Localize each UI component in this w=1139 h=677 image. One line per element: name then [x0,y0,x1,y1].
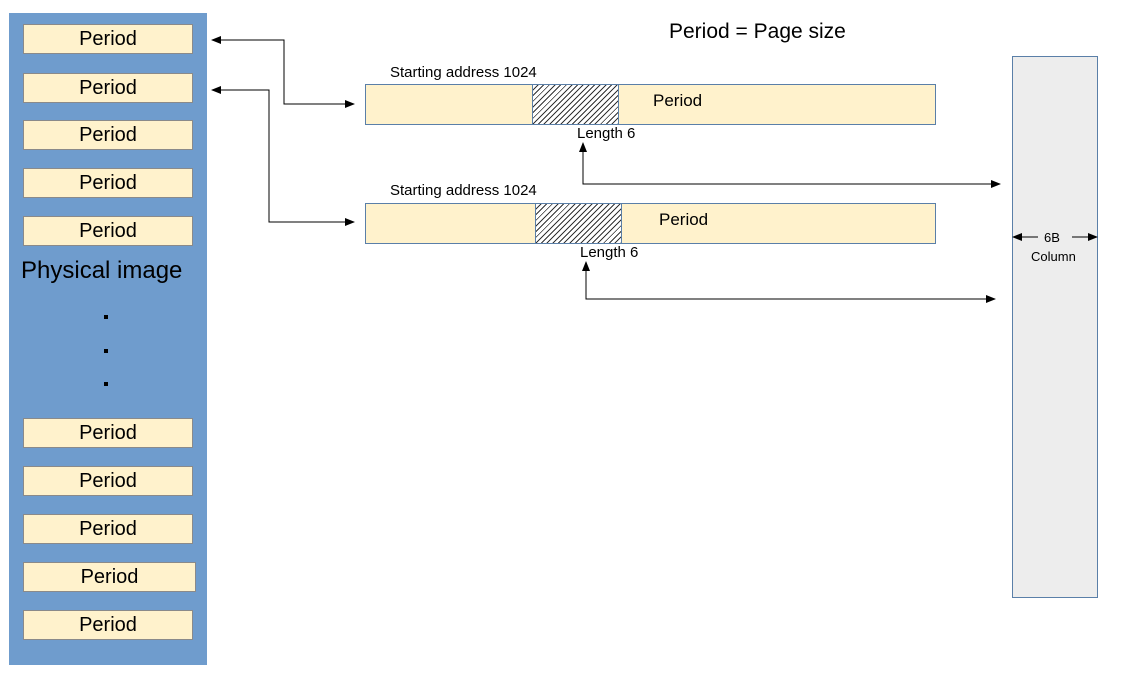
column-name-label: Column [1031,249,1076,264]
starting-address-label: Starting address 1024 [390,64,537,81]
length-label: Length 6 [580,244,639,261]
column-size-label: 6B [1044,230,1060,245]
period-bar-label: Period [653,91,703,110]
period-bar-label: Period [659,210,709,229]
arrow-bar1-to-period1 [211,36,354,105]
starting-address-label: Starting address 1024 [390,182,537,199]
period-box: Period [23,216,193,246]
ellipsis-dot [104,382,108,386]
ellipsis-dot [104,315,108,319]
arrow-bar2-to-period2 [211,86,354,223]
period-box: Period [23,562,196,592]
ellipsis-dot [104,349,108,353]
period-box: Period [23,610,193,640]
column-block [1012,56,1098,598]
period-bar [365,84,936,125]
arrow-length2-to-column [582,261,995,300]
period-box: Period [23,24,193,54]
period-bar [365,203,936,244]
period-box: Period [23,168,193,198]
hatched-segment [532,84,619,125]
period-box: Period [23,466,193,496]
diagram-title: Period = Page size [669,20,846,43]
hatched-segment [535,203,622,244]
period-box: Period [23,418,193,448]
length-label: Length 6 [577,125,636,142]
arrow-length1-to-column [579,142,1000,185]
period-box: Period [23,73,193,103]
physical-image-panel: Period Period Period Period Period Perio… [9,13,207,665]
physical-image-label: Physical image [21,257,183,284]
period-box: Period [23,120,193,150]
period-box: Period [23,514,193,544]
